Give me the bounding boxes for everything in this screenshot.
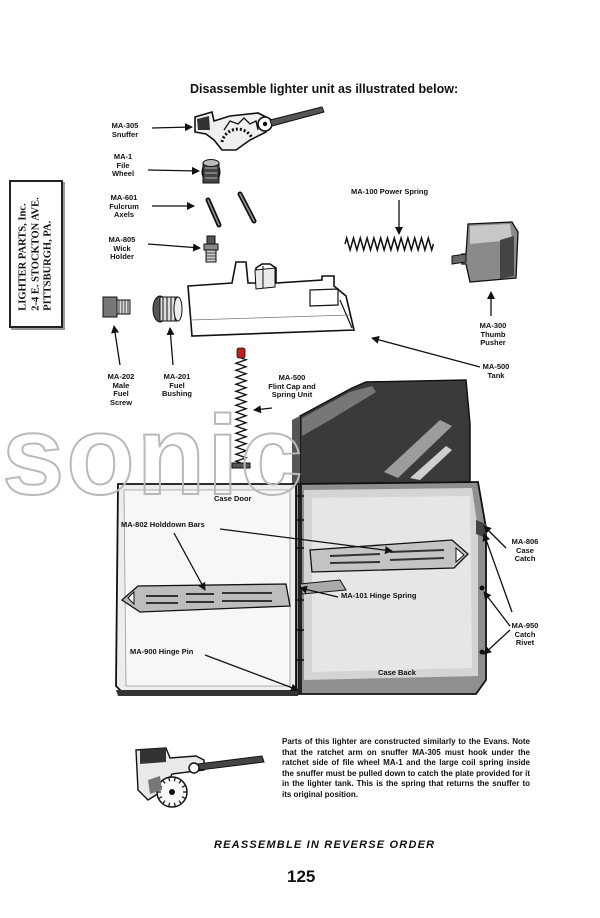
stamp-line-1: LIGHTER PARTS, Inc. [17, 203, 29, 311]
company-stamp: LIGHTER PARTS, Inc. 2-4 E. STOCKTON AVE.… [9, 180, 63, 328]
leader-arrows [111, 123, 513, 692]
stamp-line-3: PITTSBURGH, PA. [42, 220, 54, 311]
stamp-line-2: 2-4 E. STOCKTON AVE. [29, 197, 41, 311]
stamp-text: LIGHTER PARTS, Inc. 2-4 E. STOCKTON AVE.… [17, 197, 55, 311]
page-title: Disassemble lighter unit as illustrated … [190, 82, 459, 96]
label-ma900: MA-900 Hinge Pin [130, 647, 194, 656]
reassemble-instruction: REASSEMBLE IN REVERSE ORDER [214, 839, 436, 851]
watermark-text: sonic [1, 393, 305, 518]
assembly-note: Parts of this lighter are constructed si… [282, 737, 530, 799]
label-ma802: MA-802 Holddown Bars [121, 520, 205, 529]
assembled-snuffer-view [135, 747, 265, 808]
lighter-case [115, 379, 487, 696]
snuffer-part [194, 106, 325, 151]
tank-part [187, 261, 356, 337]
power-spring-part [344, 235, 435, 253]
label-ma100: MA-100 Power Spring [351, 187, 429, 196]
page-number: 125 [287, 867, 316, 886]
file-wheel-part [201, 159, 221, 184]
flint-spring-part [231, 347, 251, 469]
thumb-pusher-part [451, 221, 519, 283]
fuel-screw-part [102, 296, 131, 318]
label-case-back: Case Back [378, 668, 416, 677]
fulcrum-axels-part [205, 191, 257, 228]
fuel-bushing-part [152, 295, 183, 323]
label-case-door: Case Door [214, 494, 252, 503]
wick-holder-part [203, 235, 219, 263]
label-ma101: MA-101 Hinge Spring [341, 591, 417, 600]
